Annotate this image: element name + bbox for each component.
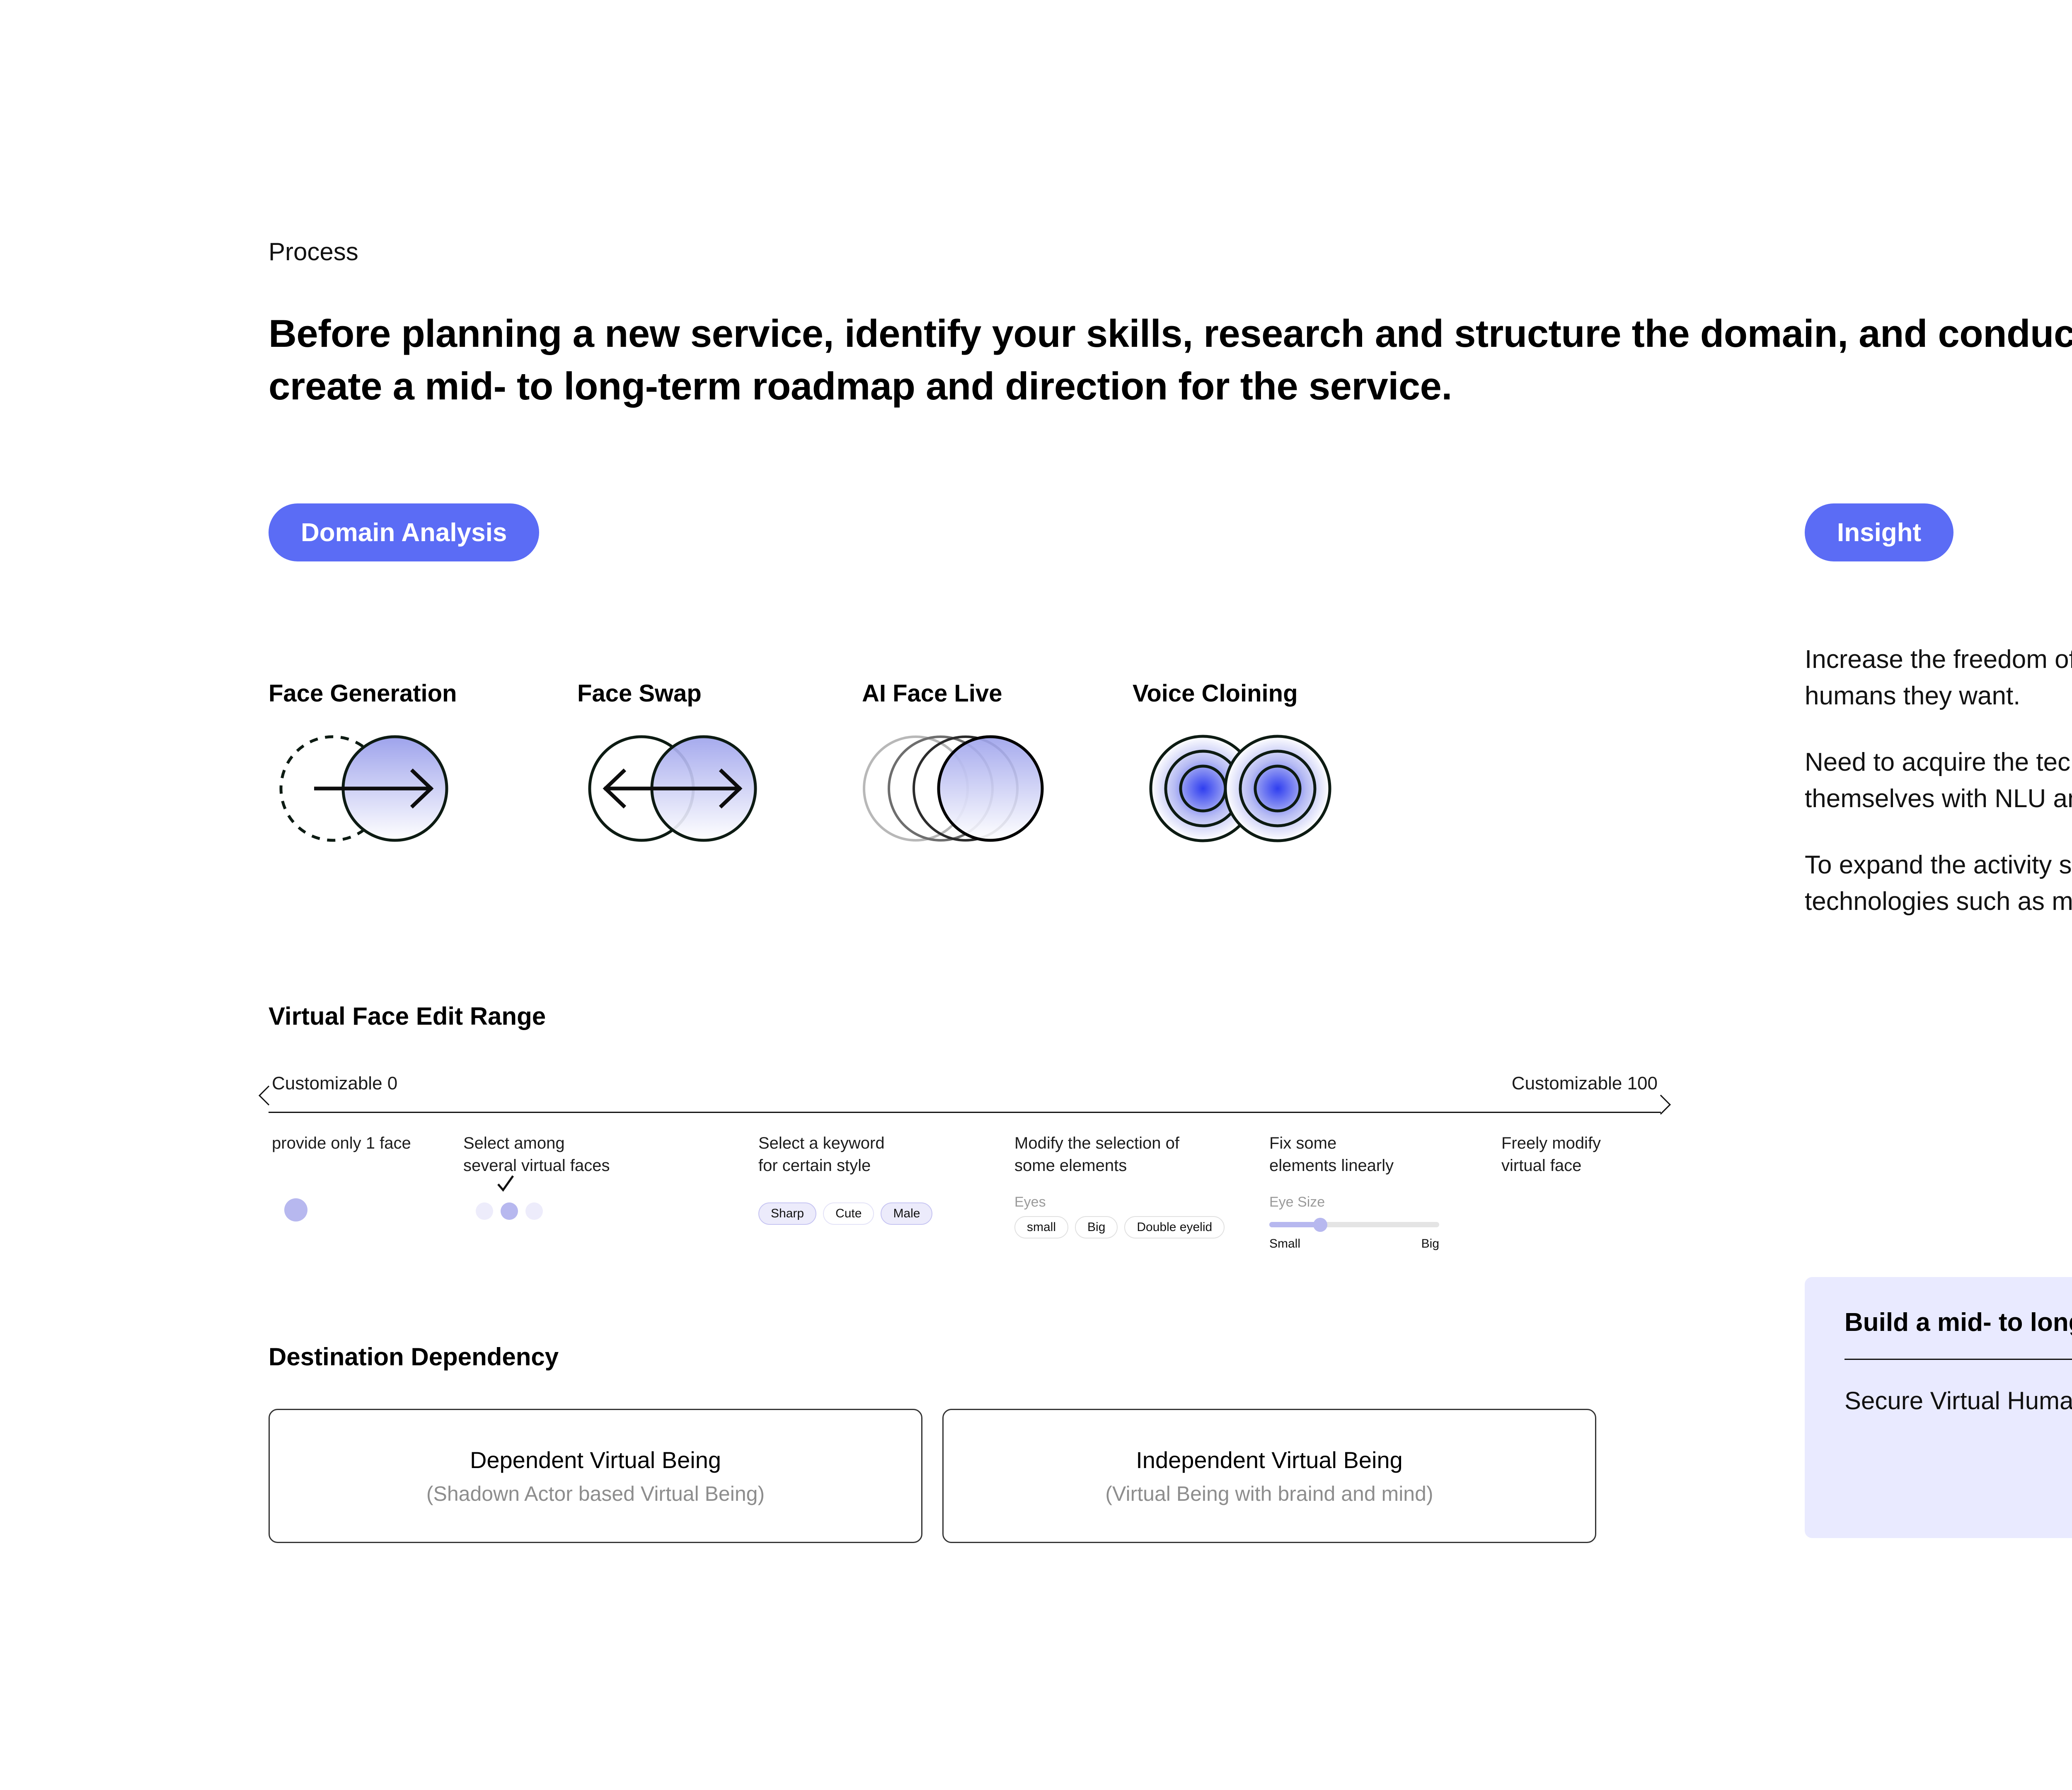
- face-dot-option-1[interactable]: [476, 1202, 493, 1220]
- chip-eyes-big[interactable]: Big: [1075, 1216, 1118, 1238]
- keyword-chip-group[interactable]: Sharp Cute Male: [758, 1202, 933, 1225]
- chip-row: small Big Double eyelid: [1014, 1216, 1225, 1238]
- edit-range-scale: Customizable 0 Customizable 100 provide …: [258, 1073, 1671, 1306]
- range-column-label: Select among several virtual faces: [463, 1134, 610, 1175]
- eye-size-slider[interactable]: [1269, 1216, 1439, 1233]
- dependency-card-subtitle: (Shadown Actor based Virtual Being): [426, 1482, 765, 1505]
- badge-insight[interactable]: Insight: [1805, 503, 1954, 561]
- insight-paragraph-1: Increase the freedom of virtual human fa…: [1805, 645, 2072, 711]
- dot-group[interactable]: [476, 1175, 543, 1220]
- chip-male[interactable]: Male: [881, 1202, 933, 1225]
- chip-sharp[interactable]: Sharp: [758, 1202, 817, 1225]
- slider-min-label: Small: [1269, 1237, 1301, 1251]
- slider-max-label: Big: [1421, 1237, 1439, 1251]
- face-dot-option-2-selected[interactable]: [501, 1202, 518, 1220]
- range-column-label: Modify the selection of some elements: [1014, 1134, 1179, 1175]
- tech-item-voice-cloining: Voice Cloining: [1133, 680, 1381, 857]
- range-columns: provide only 1 face Select among several…: [269, 1132, 1661, 1306]
- ai-face-live-icon: [862, 722, 1111, 857]
- eyebrow-label: Process: [269, 238, 358, 266]
- range-column-label: Select a keyword for certain style: [758, 1134, 885, 1175]
- range-column-4: Modify the selection of some elements Ey…: [1014, 1132, 1247, 1238]
- eyes-caption: Eyes: [1014, 1194, 1046, 1210]
- voice-cloining-icon: [1133, 722, 1381, 857]
- chip-row: Sharp Cute Male: [758, 1202, 933, 1225]
- range-column-2: Select among several virtual faces: [463, 1132, 654, 1220]
- dependency-card-independent[interactable]: Independent Virtual Being (Virtual Being…: [942, 1409, 1596, 1543]
- tech-item-face-generation: Face Generation: [269, 680, 517, 857]
- single-dot-widget[interactable]: [284, 1198, 307, 1224]
- face-dot-option-3[interactable]: [525, 1202, 543, 1220]
- tech-item-ai-face-live: AI Face Live: [862, 680, 1111, 857]
- tech-title: AI Face Live: [862, 680, 1002, 707]
- tech-title: Face Swap: [577, 680, 702, 707]
- face-generation-icon: [269, 722, 517, 857]
- section-title-edit-range: Virtual Face Edit Range: [269, 1002, 546, 1030]
- eyes-option-group[interactable]: Eyes small Big Double eyelid: [1014, 1194, 1225, 1238]
- range-min-label: Customizable 0: [272, 1073, 398, 1093]
- eye-size-slider-widget[interactable]: Eye Size Small Big: [1269, 1194, 1439, 1253]
- dependency-card-row: Dependent Virtual Being (Shadown Actor b…: [269, 1409, 1596, 1543]
- tech-title: Face Generation: [269, 680, 457, 707]
- three-dot-selector[interactable]: [476, 1175, 543, 1220]
- slider-fill: [1269, 1222, 1320, 1227]
- slider-thumb[interactable]: [1313, 1218, 1327, 1232]
- check-icon: [497, 1175, 514, 1192]
- badge-domain-analysis[interactable]: Domain Analysis: [269, 503, 540, 561]
- dependency-card-title: Independent Virtual Being: [1136, 1447, 1403, 1473]
- range-column-1: provide only 1 face: [272, 1132, 454, 1222]
- eye-size-caption: Eye Size: [1269, 1194, 1325, 1210]
- face-dot[interactable]: [284, 1198, 307, 1222]
- range-endpoint-labels: Customizable 0 Customizable 100: [269, 1073, 1661, 1099]
- axis-line: [269, 1112, 1661, 1113]
- chip-cute[interactable]: Cute: [823, 1202, 874, 1225]
- chip-eyes-double-eyelid[interactable]: Double eyelid: [1124, 1216, 1225, 1238]
- roadmap-title: Build a mid- to long-term roadmap: [1844, 1308, 2072, 1337]
- roadmap-steps: Secure Virtual Human IP > Secure Investo…: [1844, 1387, 2072, 1415]
- range-column-6: Freely modify virtual face: [1501, 1132, 1663, 1177]
- roadmap-divider: [1844, 1359, 2072, 1360]
- dependency-card-dependent[interactable]: Dependent Virtual Being (Shadown Actor b…: [269, 1409, 922, 1543]
- page-title: Before planning a new service, identify …: [269, 312, 2072, 408]
- range-axis: [258, 1085, 1671, 1121]
- dependency-card-subtitle: (Virtual Being with braind and mind): [1105, 1482, 1433, 1505]
- insight-column: Increase the freedom of virtual human fa…: [1805, 641, 2072, 1045]
- technology-row: Face Generation: [269, 680, 1686, 953]
- insight-paragraph-3: To expand the activity space and tools o…: [1805, 851, 2072, 916]
- range-max-label: Customizable 100: [1511, 1073, 1658, 1093]
- range-column-5: Fix some elements linearly Eye Size Smal…: [1269, 1132, 1460, 1251]
- range-column-label: Fix some elements linearly: [1269, 1134, 1394, 1175]
- range-column-label: provide only 1 face: [272, 1134, 411, 1152]
- range-column-label: Freely modify virtual face: [1501, 1134, 1601, 1175]
- tech-item-face-swap: Face Swap: [577, 680, 826, 857]
- range-column-3: Select a keyword for certain style Sharp…: [758, 1132, 974, 1225]
- insight-paragraph-2: Need to acquire the technology in stages…: [1805, 748, 2072, 813]
- roadmap-callout: Build a mid- to long-term roadmap Secure…: [1805, 1277, 2072, 1538]
- chip-eyes-small[interactable]: small: [1014, 1216, 1069, 1238]
- section-title-destination-dependency: Destination Dependency: [269, 1343, 559, 1371]
- dependency-card-title: Dependent Virtual Being: [470, 1447, 721, 1473]
- tech-title: Voice Cloining: [1133, 680, 1298, 707]
- slider-end-labels: Small Big: [1269, 1237, 1439, 1253]
- face-swap-icon: [577, 722, 826, 857]
